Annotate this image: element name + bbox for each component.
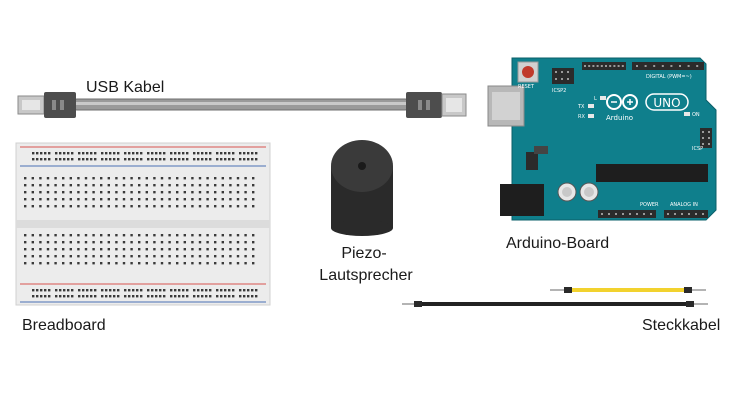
svg-text:L: L [594, 96, 597, 102]
svg-text:ICSP2: ICSP2 [552, 88, 566, 94]
reset-button-icon [522, 66, 534, 78]
breadboard: Breadboard [15, 142, 271, 334]
jumper-wire-black [422, 302, 686, 306]
breadboard-holes [24, 152, 258, 298]
svg-text:RESET: RESET [518, 84, 535, 90]
atmega-chip [596, 164, 708, 182]
piezo-speaker: Piezo- Lautsprecher [319, 140, 413, 284]
svg-text:DIGITAL (PWM=~): DIGITAL (PWM=~) [646, 74, 692, 80]
breadboard-label: Breadboard [22, 317, 106, 334]
svg-text:TX: TX [577, 104, 585, 110]
arduino-logo-text: Arduino [606, 114, 633, 122]
usb-cable: USB Kabel [17, 79, 467, 118]
jumper-label: Steckkabel [642, 317, 720, 334]
arduino-board: RESET ICSP2 DIGITAL (PWM=~) L TX RX UNO … [487, 57, 717, 252]
svg-text:POWER: POWER [640, 202, 659, 208]
piezo-label-line2: Lautsprecher [319, 267, 413, 284]
digital-header [582, 62, 626, 70]
svg-text:RX: RX [578, 114, 585, 120]
jumper-wires: Steckkabel [402, 287, 720, 334]
jumper-wire-yellow [572, 288, 684, 292]
analog-header [664, 210, 708, 218]
arduino-label: Arduino-Board [506, 235, 609, 252]
arduino-model: UNO [653, 96, 680, 110]
svg-text:ANALOG IN: ANALOG IN [670, 202, 698, 208]
svg-text:ICSP: ICSP [692, 146, 703, 152]
piezo-label-line1: Piezo- [341, 245, 386, 262]
usb-cable-label: USB Kabel [86, 79, 164, 96]
svg-text:ON: ON [692, 112, 700, 118]
arduino-dc-jack [500, 184, 544, 216]
arduino-header-pins [555, 65, 710, 215]
arduino-logo-icon [606, 94, 638, 110]
power-header [598, 210, 656, 218]
